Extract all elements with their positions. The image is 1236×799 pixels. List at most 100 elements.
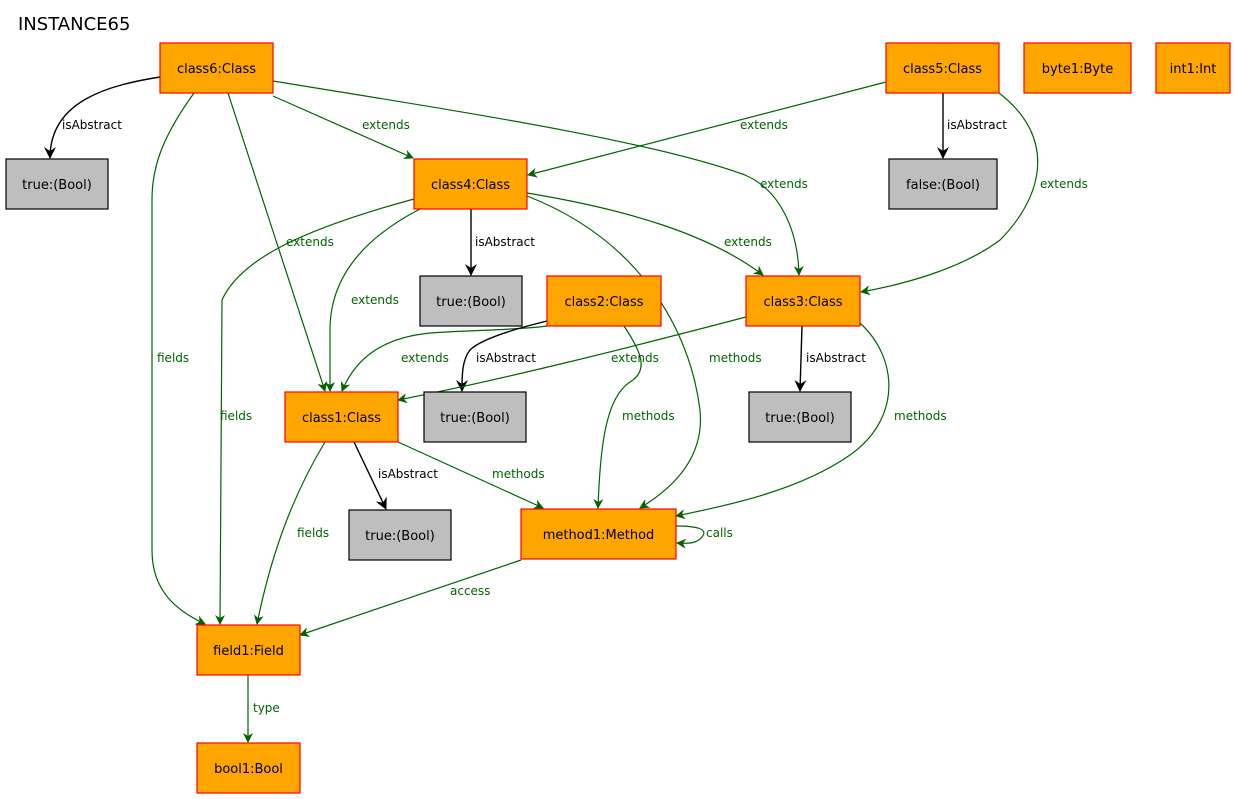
edge-line [151,92,206,625]
node-true2[interactable]: true:(Bool) [423,391,527,443]
node-box [423,391,527,443]
edge-label: fields [297,526,329,540]
node-label: class6:Class [177,62,256,77]
edge-extends-class5-class4: extends [527,81,887,178]
node-box [748,391,852,443]
edge-line [272,95,414,159]
edge-label: calls [706,526,733,540]
edge-label: extends [760,177,808,191]
edge-label: extends [362,118,410,132]
edges-layer: isAbstract extends extends extends fields ext… [44,76,1088,743]
edge-line [456,320,548,392]
edge-label: methods [622,409,675,423]
edge-methods-class4-method1: methods [526,195,762,509]
edge-line [593,325,642,509]
node-label: class3:Class [763,295,842,310]
edge-fields-class4-field1: fields [215,198,415,625]
node-field1[interactable]: field1:Field [196,624,301,676]
edge-line [299,559,522,637]
node-label: class1:Class [302,411,381,426]
edge-methods-class2-method1: methods [593,325,675,509]
edge-line [272,80,804,276]
node-box [5,158,109,210]
node-box [196,742,301,794]
edge-extends-class3-class1: extends [397,316,747,404]
edge-line [794,325,807,392]
edge-isabstract-class5-false5: isAbstract [937,93,1007,159]
nodes-layer: class6:Class class5:Class byte1:Byte int1:I… [5,42,1231,794]
node-label: bool1:Bool [214,762,283,777]
edge-line [353,441,387,510]
edge-label: extends [286,235,334,249]
edge-label: isAbstract [475,235,535,249]
node-label: true:(Bool) [365,529,435,544]
node-box [546,275,662,327]
edge-isabstract-class2-true2: isAbstract [456,320,548,392]
node-label: true:(Bool) [440,411,510,426]
node-label: field1:Field [213,644,284,659]
node-label: method1:Method [543,528,655,543]
edge-extends-class4-class3: extends [526,192,772,276]
edge-line [526,195,702,509]
edge-label: extends [724,235,772,249]
node-box [888,158,998,210]
edge-extends-class4-class1: extends [325,208,421,392]
node-box [745,275,861,327]
node-true1[interactable]: true:(Bool) [348,509,452,561]
node-box [284,391,399,443]
node-class1[interactable]: class1:Class [284,391,399,443]
node-int1[interactable]: int1:Int [1155,42,1231,94]
node-true4[interactable]: true:(Bool) [419,275,523,327]
edge-label: isAbstract [806,351,866,365]
edge-label: fields [220,409,252,423]
edge-isabstract-class4-true4: isAbstract [465,209,535,276]
node-class4[interactable]: class4:Class [413,158,528,210]
node-label: class5:Class [903,62,982,77]
edge-isabstract-class1-true1: isAbstract [353,441,438,510]
edge-extends-class6-class1: extends [227,92,334,392]
edge-fields-class6-field1: fields [151,92,206,625]
edge-methods-class1-method1: methods [397,441,545,509]
edge-label: extends [611,351,659,365]
node-class5[interactable]: class5:Class [885,42,1000,94]
node-bool1[interactable]: bool1:Bool [196,742,301,794]
node-box [159,42,274,94]
edge-label: methods [492,467,545,481]
node-class6[interactable]: class6:Class [159,42,274,94]
node-label: true:(Bool) [765,411,835,426]
edge-line [675,322,890,520]
node-label: class4:Class [431,178,510,193]
edge-line [325,208,421,392]
node-byte1[interactable]: byte1:Byte [1023,42,1132,94]
node-class3[interactable]: class3:Class [745,275,861,327]
node-true3[interactable]: true:(Bool) [748,391,852,443]
edge-isabstract-class6-true6: isAbstract [44,76,161,159]
edge-label: isAbstract [62,118,122,132]
diagram-title: INSTANCE65 [18,14,130,35]
node-true6[interactable]: true:(Bool) [5,158,109,210]
edge-label: extends [401,351,449,365]
node-box [885,42,1000,94]
edge-label: extends [740,118,788,132]
edge-line [253,441,326,625]
node-box [196,624,301,676]
edge-line [860,92,1039,296]
edge-label: extends [351,293,399,307]
node-label: class2:Class [564,295,643,310]
node-method1[interactable]: method1:Method [520,508,677,560]
node-label: true:(Bool) [22,178,92,193]
edge-line [227,92,327,392]
node-false5[interactable]: false:(Bool) [888,158,998,210]
edge-line [397,316,747,404]
node-label: false:(Bool) [906,178,980,193]
edge-methods-class3-method1: methods [675,322,947,520]
edge-extends-class6-class3: extends [272,80,808,276]
node-label: true:(Bool) [436,295,506,310]
node-class2[interactable]: class2:Class [546,275,662,327]
edge-label: fields [157,351,189,365]
edge-line [44,76,161,159]
node-label: byte1:Byte [1042,62,1113,77]
edge-line [526,192,764,276]
node-label: int1:Int [1170,62,1217,77]
